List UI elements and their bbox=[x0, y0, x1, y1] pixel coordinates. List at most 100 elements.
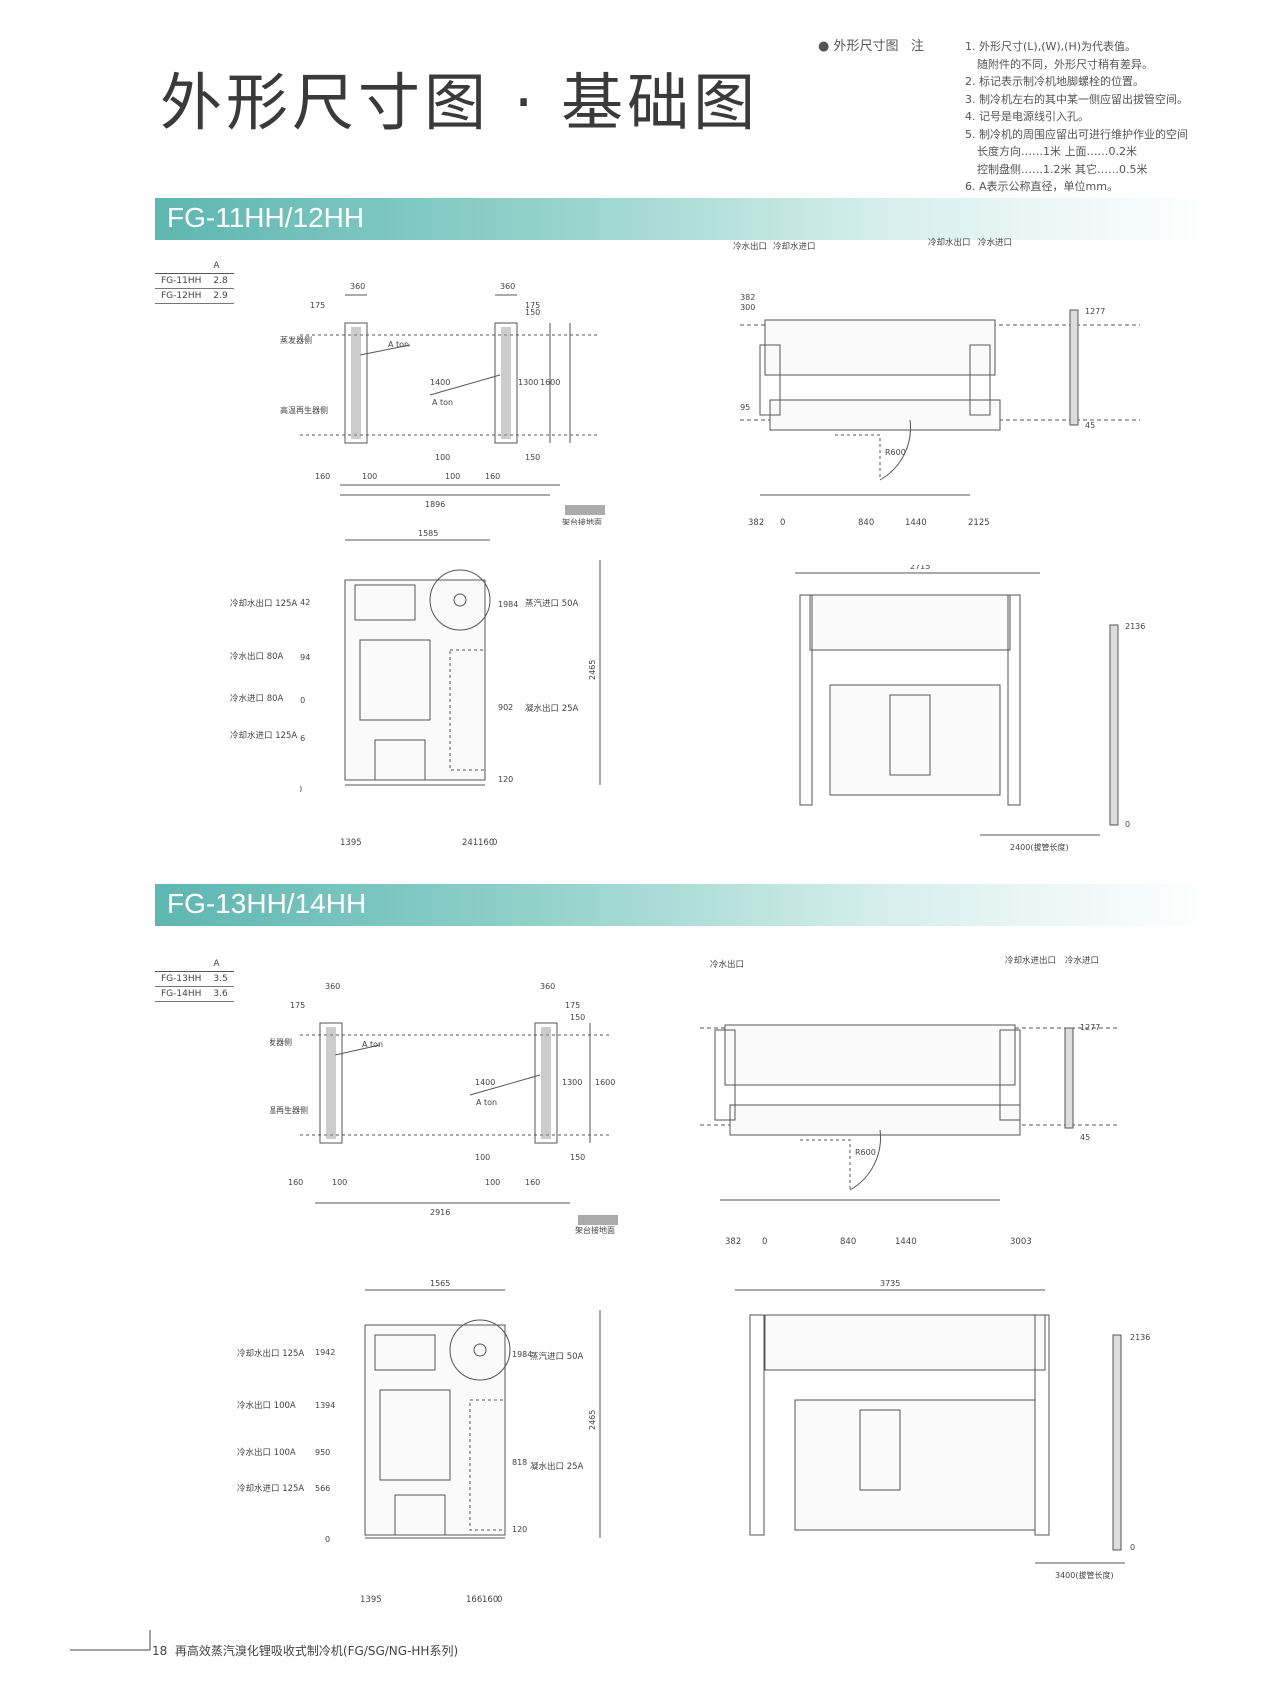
port-label-right: 蒸汽进口 50A bbox=[525, 599, 579, 609]
dim-b840: 840 bbox=[858, 518, 875, 528]
page-title: 外形尺寸图 · 基础图 bbox=[160, 66, 760, 139]
dim-150a: 150 bbox=[525, 308, 540, 317]
dim-b160a: 160 bbox=[315, 472, 330, 481]
dim-b100b: 100 bbox=[485, 1178, 500, 1187]
dim-front-width: 3735 bbox=[880, 1280, 900, 1288]
dim-950: 950 bbox=[300, 696, 305, 705]
dim-total: 2916 bbox=[430, 1208, 450, 1217]
section-band-2: FG-13HH/14HH bbox=[155, 884, 1205, 926]
dim-1300: 1300 bbox=[518, 378, 538, 387]
dim-1984: 1984 bbox=[512, 1350, 532, 1359]
dim-b2125: 2125 bbox=[968, 518, 990, 528]
port-label: 冷水出口 80A bbox=[230, 652, 284, 662]
dim-b1440: 1440 bbox=[895, 1237, 917, 1247]
bullet-icon: ● bbox=[818, 39, 830, 54]
note-2: 2. 标记表示制冷机地脚螺栓的位置。 bbox=[965, 75, 1144, 88]
label-regen: 高温再生器侧 bbox=[270, 1105, 308, 1115]
foundation-drawing-2: 360 360 175 175 150 150 1400 1300 1600 1… bbox=[270, 982, 618, 1235]
dim-1382: 1382 bbox=[740, 293, 755, 302]
note-6: 6. A表示公称直径，单位mm。 bbox=[965, 180, 1118, 193]
note-5b: 长度方向……1米 上面……0.2米 bbox=[977, 145, 1137, 158]
dim-150b: 150 bbox=[525, 453, 540, 462]
dim-1400: 1400 bbox=[430, 378, 450, 387]
footer-rule bbox=[70, 1630, 151, 1651]
front-view-2: 3735 2136 0 3400(拔管长度) bbox=[735, 1280, 1150, 1580]
section-heading-2: FG-13HH/14HH bbox=[167, 888, 367, 919]
dim-rt0: 0 bbox=[1130, 1543, 1135, 1552]
dim-100: 100 bbox=[475, 1153, 490, 1162]
label-ton-upper: A ton bbox=[388, 340, 409, 349]
side-view-1: 1585 2465 1942 1394 950 566 0 1984 902 1… bbox=[300, 530, 601, 794]
footer-text: 再高效蒸汽溴化锂吸收式制冷机(FG/SG/NG-HH系列) bbox=[174, 1644, 459, 1658]
dim-175a: 175 bbox=[290, 1001, 305, 1010]
dim-b3003: 3003 bbox=[1010, 1237, 1032, 1247]
label-evap: 蒸发器侧 bbox=[280, 335, 312, 345]
dim-45: 45 bbox=[1080, 1133, 1090, 1142]
dim-b1395: 1395 bbox=[340, 838, 362, 848]
dim-b840: 840 bbox=[840, 1237, 857, 1247]
port-label: 冷水进口 80A bbox=[230, 694, 284, 704]
dim-b0: 0 bbox=[762, 1237, 768, 1247]
dim-w1: 360 bbox=[325, 982, 340, 991]
foundation-drawing-1: 360 360 175 175 150 150 1400 1300 1600 1… bbox=[280, 282, 605, 525]
dim-b382: 382 bbox=[748, 518, 765, 528]
label-cw-out-r: 冷却水出口 bbox=[928, 238, 971, 248]
dim-b166: 166 bbox=[466, 1595, 483, 1605]
top-view-1: 冷水出口 1382 1300 195 1277 45 R600 bbox=[740, 293, 1140, 496]
table-header: A bbox=[207, 957, 234, 972]
dim-b100a: 100 bbox=[362, 472, 377, 481]
label-ton-lower: A ton bbox=[476, 1098, 497, 1107]
dim-120: 120 bbox=[498, 775, 513, 784]
dim-150b: 150 bbox=[570, 1153, 585, 1162]
dim-175a: 175 bbox=[310, 301, 325, 310]
dim-r600: R600 bbox=[855, 1148, 876, 1157]
front-view-1: 2715 2136 0 2400(拔管长度) bbox=[795, 565, 1145, 852]
footer: 18 再高效蒸汽溴化锂吸收式制冷机(FG/SG/NG-HH系列) bbox=[152, 1642, 458, 1659]
dim-1400: 1400 bbox=[475, 1078, 495, 1087]
dim-1942: 1942 bbox=[315, 1348, 335, 1357]
dim-1277: 1277 bbox=[1085, 307, 1105, 316]
dim-1300: 1300 bbox=[740, 303, 755, 312]
port-label-right: 蒸汽进口 50A bbox=[530, 1352, 584, 1362]
label-cool-in-r: 冷却水进出口 bbox=[1005, 956, 1057, 966]
dim-total: 1896 bbox=[425, 500, 445, 509]
dim-150a: 150 bbox=[570, 1013, 585, 1022]
note-4: 4. 记号是电源线引入孔。 bbox=[965, 110, 1089, 123]
dim-1600: 1600 bbox=[595, 1078, 615, 1087]
note-5: 5. 制冷机的周围应留出可进行维护作业的空间 bbox=[965, 127, 1188, 141]
port-label: 冷水出口 100A bbox=[237, 1448, 296, 1458]
dim-2136: 2136 bbox=[1130, 1333, 1150, 1342]
note-5c: 控制盘侧……1.2米 其它……0.5米 bbox=[977, 162, 1148, 176]
table-header: A bbox=[207, 259, 234, 274]
label-legend: 架台接地面 bbox=[575, 1225, 615, 1235]
dim-b160a: 160 bbox=[288, 1178, 303, 1187]
port-label: 冷却水进口 125A bbox=[230, 731, 298, 741]
dim-45: 45 bbox=[1085, 421, 1095, 430]
port-label: 冷水出口 100A bbox=[237, 1401, 296, 1411]
dim-175b: 175 bbox=[525, 301, 540, 310]
dim-950: 950 bbox=[315, 1448, 330, 1457]
dim-v0: 0 bbox=[300, 785, 302, 794]
dim-b160: 160 bbox=[478, 838, 495, 848]
dim-r600: R600 bbox=[885, 448, 906, 457]
side-view-2: 1565 2465 1942 1394 950 566 0 1984 818 1… bbox=[315, 1280, 601, 1544]
dim-566: 566 bbox=[300, 734, 305, 743]
dim-1277: 1277 bbox=[1080, 1023, 1100, 1032]
label-legend: 架台接地面 bbox=[562, 517, 602, 525]
dim-1394: 1394 bbox=[315, 1401, 335, 1410]
dim-b382: 382 bbox=[725, 1237, 742, 1247]
dim-b0-side: 0 bbox=[492, 838, 498, 848]
dim-120: 120 bbox=[512, 1525, 527, 1534]
note-1b: 随附件的不同，外形尺寸稍有差异。 bbox=[977, 57, 1153, 71]
dim-1394: 1394 bbox=[300, 653, 310, 662]
dim-2465: 2465 bbox=[588, 1410, 597, 1430]
dim-b0-side: 0 bbox=[497, 1595, 503, 1605]
dim-front-width: 2715 bbox=[910, 565, 930, 571]
label-cw-out-top: 冷水出口 bbox=[733, 242, 768, 252]
dim-818: 818 bbox=[512, 1458, 527, 1467]
dim-100: 100 bbox=[435, 453, 450, 462]
label-cw-out-top: 冷水出口 bbox=[710, 960, 745, 970]
